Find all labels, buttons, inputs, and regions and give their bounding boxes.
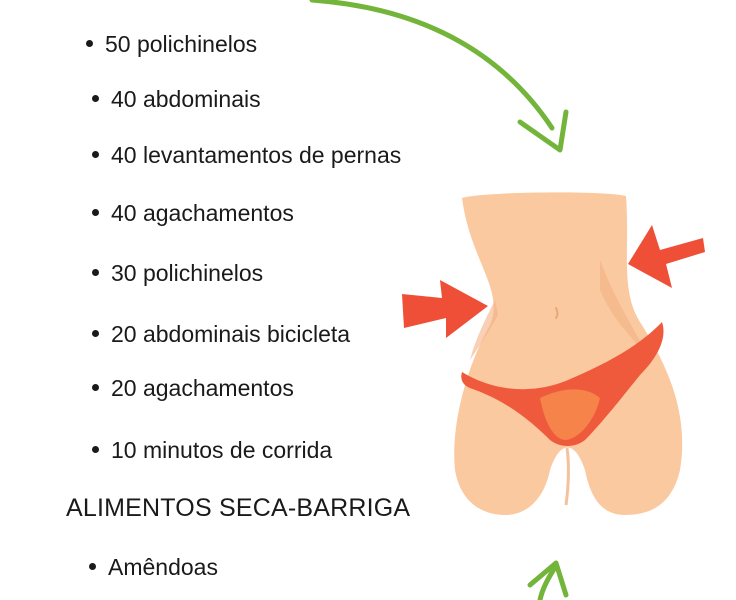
bullet-icon — [92, 95, 99, 103]
list-item: 20 abdominais bicicleta — [92, 320, 350, 348]
exercise-text: 40 levantamentos de pernas — [111, 142, 402, 168]
exercise-text: 40 abdominais — [111, 86, 261, 112]
bullet-icon — [92, 209, 99, 217]
foods-heading: ALIMENTOS SECA-BARRIGA — [66, 494, 411, 522]
list-item: 10 minutos de corrida — [92, 436, 332, 464]
list-item: 40 agachamentos — [92, 199, 294, 227]
bullet-icon — [92, 384, 99, 392]
green-curved-arrow-icon — [527, 560, 569, 600]
list-item: 20 agachamentos — [92, 374, 294, 402]
red-arrow-icon — [628, 225, 705, 288]
list-item: Amêndoas — [89, 553, 218, 581]
food-text: Amêndoas — [108, 554, 218, 580]
bullet-icon — [92, 269, 99, 277]
torso-shape — [454, 192, 683, 515]
bikini-shape — [461, 322, 664, 446]
exercise-text: 20 agachamentos — [111, 375, 294, 401]
bullet-icon — [89, 563, 96, 571]
exercise-text: 40 agachamentos — [111, 200, 294, 226]
exercise-text: 20 abdominais bicicleta — [111, 321, 351, 347]
bullet-icon — [92, 151, 99, 159]
bullet-icon — [92, 330, 99, 338]
list-item: 40 abdominais — [92, 85, 261, 113]
red-arrow-icon — [402, 280, 488, 338]
list-item: 40 levantamentos de pernas — [92, 141, 401, 169]
bullet-icon — [86, 40, 93, 48]
exercise-text: 50 polichinelos — [105, 31, 258, 57]
green-curved-arrow-icon — [309, 0, 569, 153]
exercise-text: 10 minutos de corrida — [111, 437, 333, 463]
list-item: 50 polichinelos — [86, 30, 257, 58]
list-item: 30 polichinelos — [92, 259, 263, 287]
exercise-text: 30 polichinelos — [111, 260, 264, 286]
bullet-icon — [92, 446, 99, 454]
